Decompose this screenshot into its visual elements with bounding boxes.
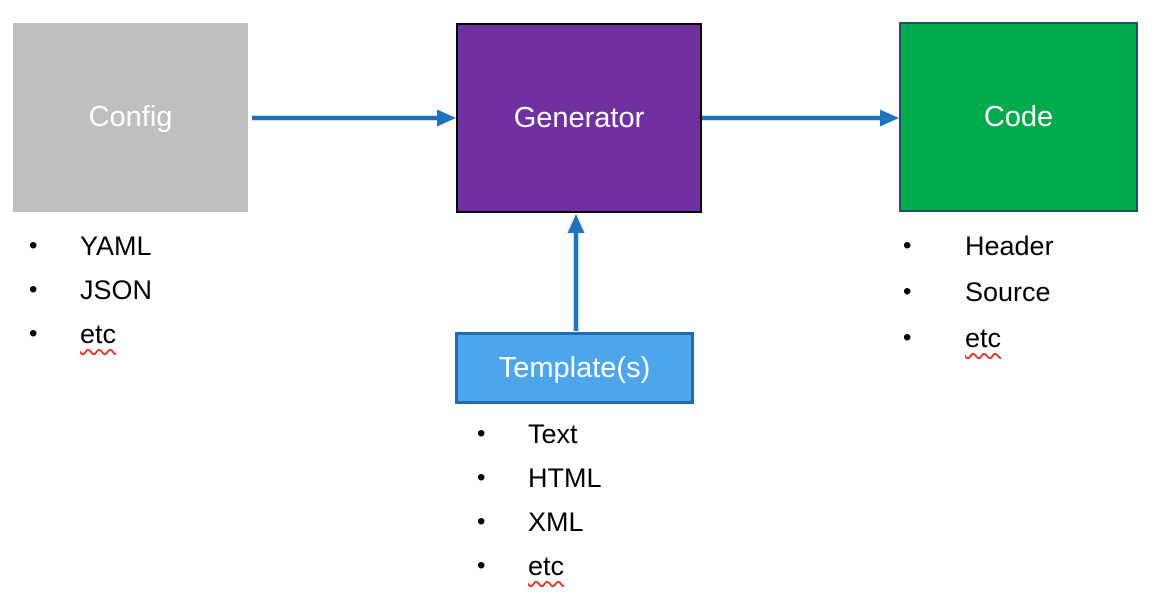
list-item: • XML <box>477 500 602 544</box>
list-item-label: etc <box>528 550 565 581</box>
generator-box: Generator <box>456 23 702 213</box>
list-item-label: HTML <box>528 462 602 493</box>
list-item-label: etc <box>965 322 1002 353</box>
list-item: • JSON <box>29 268 152 312</box>
list-item-label: JSON <box>80 274 153 305</box>
list-item: • Header <box>903 223 1054 269</box>
code-box-label: Code <box>983 100 1054 133</box>
template-box-label: Template(s) <box>498 351 651 384</box>
arrow-generator-to-code <box>702 109 899 127</box>
bullet-icon: • <box>477 420 486 447</box>
bullet-icon: • <box>29 320 38 347</box>
generator-box-label: Generator <box>513 101 645 134</box>
template-box: Template(s) <box>455 332 694 404</box>
bullet-icon: • <box>903 232 912 259</box>
list-item-label: Source <box>965 276 1051 307</box>
bullet-icon: • <box>29 276 38 303</box>
list-item: • etc <box>477 544 602 588</box>
list-item: • etc <box>903 315 1054 361</box>
code-box: Code <box>899 22 1138 212</box>
list-item-label: YAML <box>80 230 152 261</box>
list-item: • HTML <box>477 456 602 500</box>
bullet-icon: • <box>477 508 486 535</box>
config-box: Config <box>13 23 248 212</box>
list-item-label: XML <box>528 506 584 537</box>
config-box-label: Config <box>88 101 173 133</box>
bullet-icon: • <box>29 232 38 259</box>
template-list: • Text • HTML • XML • etc <box>477 412 602 588</box>
list-item: • etc <box>29 312 152 356</box>
bullet-icon: • <box>903 324 912 351</box>
list-item: • Source <box>903 269 1054 315</box>
list-item-label: Text <box>528 418 578 449</box>
list-item: • YAML <box>29 224 152 268</box>
arrow-config-to-generator <box>252 109 456 127</box>
bullet-icon: • <box>477 552 486 579</box>
bullet-icon: • <box>903 278 912 305</box>
bullet-icon: • <box>477 464 486 491</box>
list-item: • Text <box>477 412 602 456</box>
config-list: • YAML • JSON • etc <box>29 224 152 356</box>
list-item-label: Header <box>965 230 1054 261</box>
code-list: • Header • Source • etc <box>903 223 1054 361</box>
list-item-label: etc <box>80 318 117 349</box>
arrow-template-to-generator <box>567 214 585 331</box>
